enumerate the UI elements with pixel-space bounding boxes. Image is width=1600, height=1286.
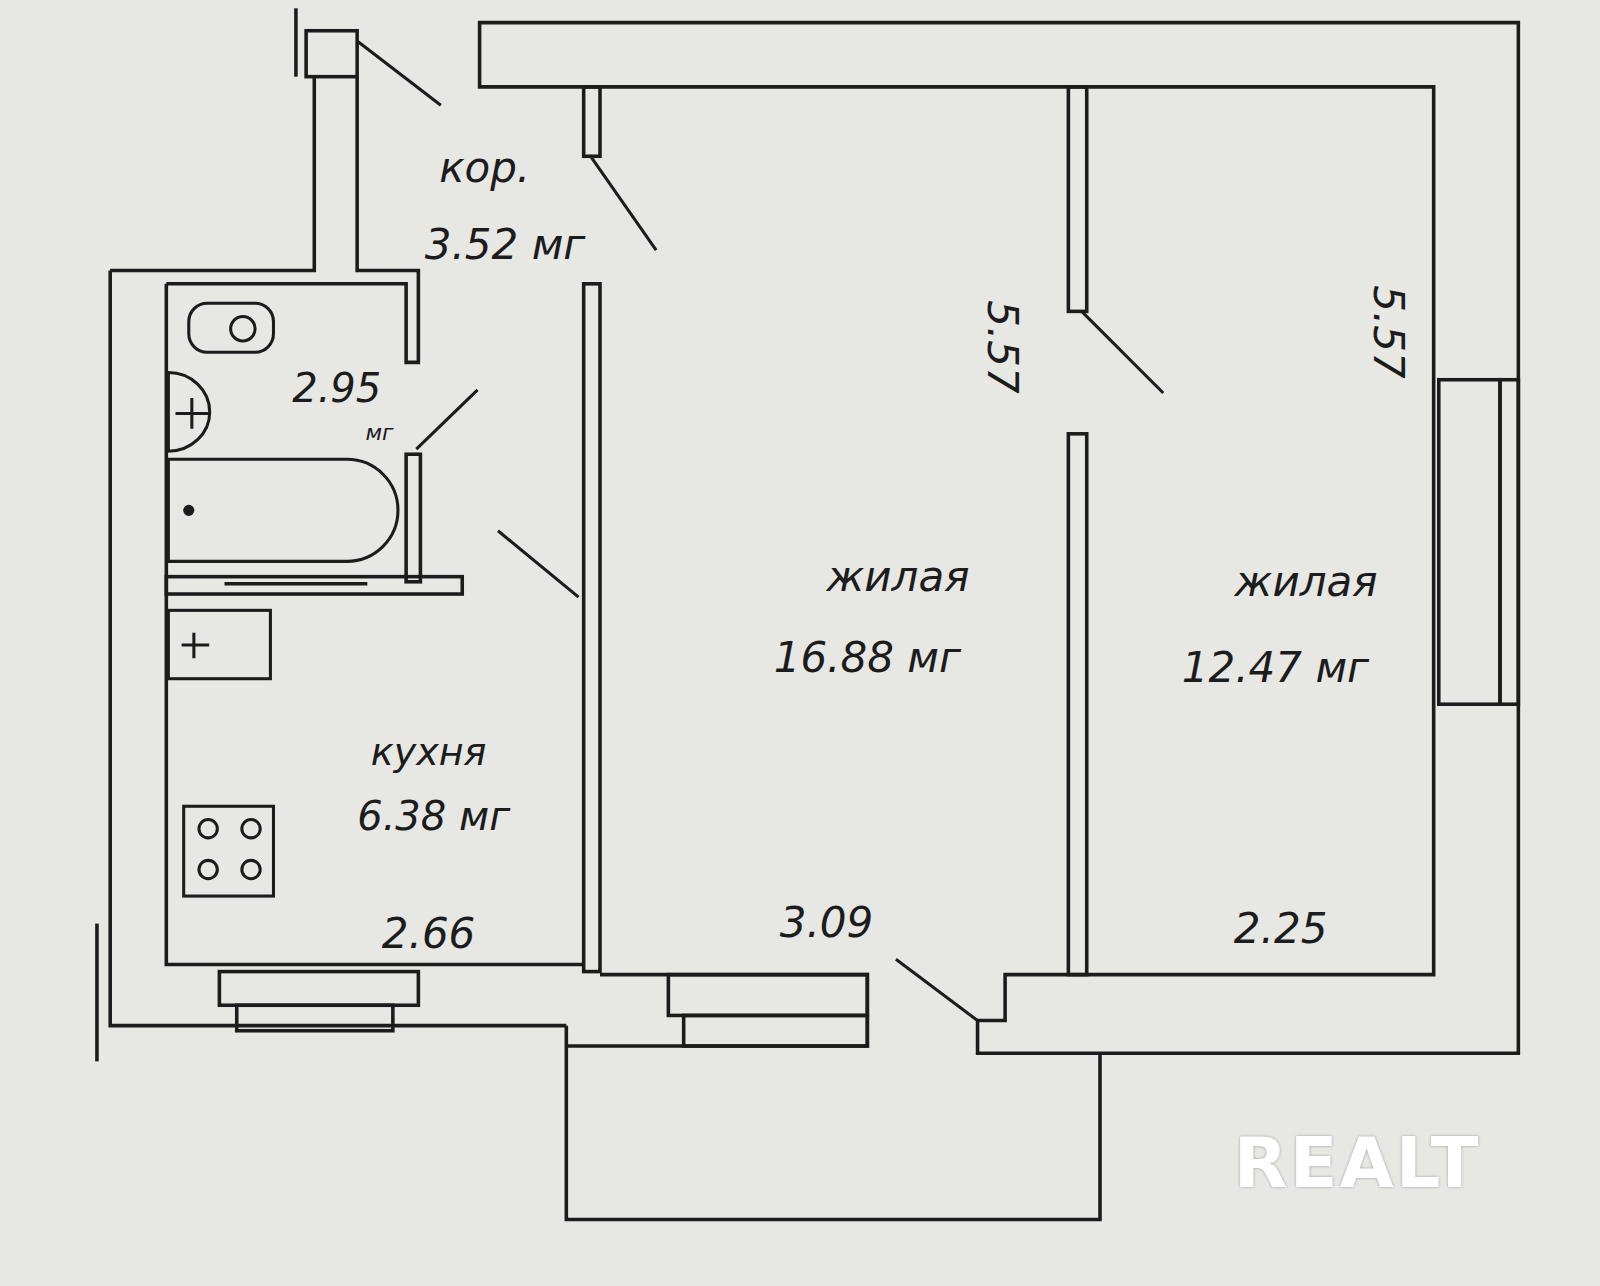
door (498, 531, 579, 597)
door (357, 41, 441, 105)
stove-symbol (199, 860, 217, 878)
window (237, 1005, 393, 1031)
door (1082, 311, 1164, 393)
window (1439, 380, 1500, 704)
area-label: 2.95 (292, 368, 381, 408)
room-name: кор. (439, 147, 530, 189)
sink-symbol (176, 398, 210, 429)
interior-wall (166, 284, 583, 965)
window (219, 972, 418, 1006)
window (1500, 380, 1518, 704)
area-label: 6.38 мг (357, 796, 510, 836)
exterior-wall (95, 924, 99, 1062)
partition (1068, 434, 1086, 975)
balcony (566, 1026, 1100, 1220)
entrance-wall (294, 8, 298, 76)
partition (1068, 87, 1086, 311)
kitchen-sink-symbol (182, 633, 210, 659)
stove-symbol (184, 806, 274, 896)
bathroom-wall (110, 77, 418, 363)
dimension-label: 5.57 (981, 300, 1023, 394)
entrance-wall (306, 31, 357, 77)
unit-label: мг (366, 422, 394, 444)
area-label: 16.88 мг (774, 637, 961, 679)
dimension-label: 2.25 (1234, 908, 1328, 950)
exterior-wall (566, 975, 867, 1046)
room-name: кухня (371, 733, 487, 771)
kitchen-sink-symbol (168, 610, 270, 678)
dimension-label: 5.57 (1367, 285, 1409, 379)
door-swings (357, 41, 1163, 1021)
area-label: 3.52 мг (425, 224, 586, 266)
bathroom-wall (224, 582, 367, 586)
stove-symbol (242, 820, 260, 838)
door (896, 959, 978, 1020)
walls (97, 8, 1518, 1219)
window (668, 975, 867, 1016)
bathroom-wall (406, 454, 420, 582)
room-name: жилая (826, 556, 969, 598)
toilet-symbol (189, 303, 274, 352)
stove-symbol (199, 820, 217, 838)
bathtub-symbol (168, 459, 398, 561)
bathtub-symbol (185, 506, 193, 514)
sink-symbol (168, 373, 209, 452)
watermark: REALT (1234, 1128, 1481, 1198)
dimension-label: 3.09 (780, 902, 874, 944)
bathroom-wall (166, 577, 462, 594)
room-name: жилая (1235, 561, 1378, 603)
window (684, 1015, 868, 1046)
exterior-wall (110, 271, 566, 1026)
partition (584, 284, 600, 972)
toilet-symbol (231, 316, 255, 340)
area-label: 12.47 мг (1182, 647, 1369, 689)
partition (584, 87, 600, 156)
stove-symbol (242, 860, 260, 878)
door (590, 155, 656, 250)
door (416, 390, 477, 449)
dimension-label: 2.66 (382, 913, 476, 955)
exterior-wall (480, 23, 1519, 1054)
